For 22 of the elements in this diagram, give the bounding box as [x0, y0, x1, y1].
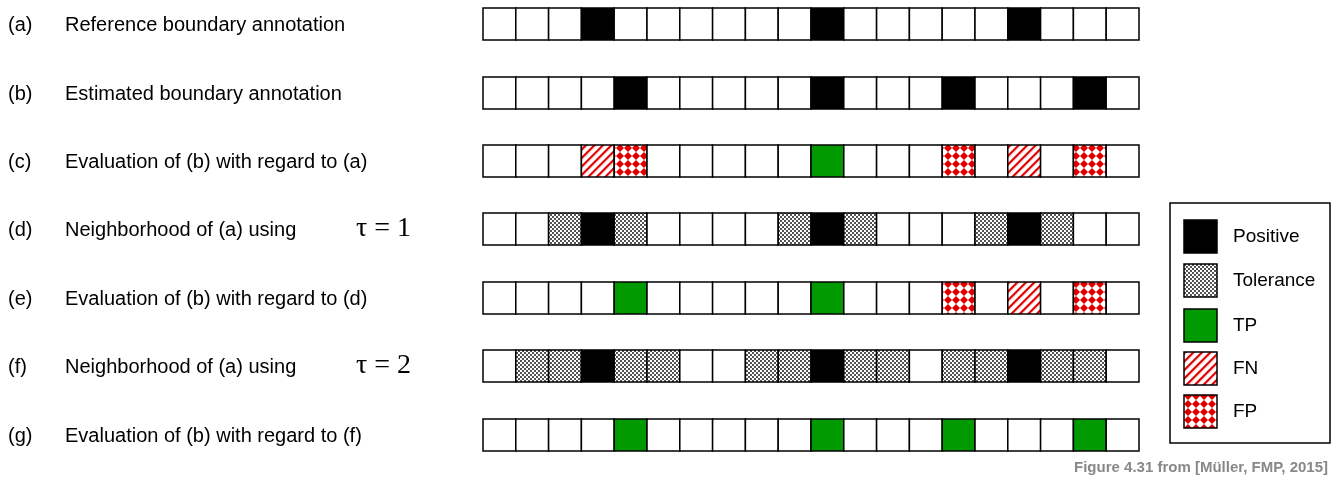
- row-tag: (g): [8, 423, 33, 447]
- row-description: Neighborhood of (a) using: [65, 217, 297, 241]
- math-expression: τ = 2: [356, 349, 412, 379]
- legend-label: Positive: [1233, 225, 1300, 247]
- row-tag: (c): [8, 149, 32, 173]
- legend-label: Tolerance: [1233, 269, 1316, 291]
- row-tag: (e): [8, 286, 33, 310]
- row-description: Evaluation of (b) with regard to (a): [65, 149, 368, 173]
- legend-label: FP: [1233, 400, 1258, 422]
- row-tag: (f): [8, 354, 27, 378]
- row-description: Evaluation of (b) with regard to (f): [65, 423, 362, 447]
- row-description: Estimated boundary annotation: [65, 81, 342, 105]
- row-tag: (d): [8, 217, 33, 241]
- caption: Figure 4.31 from [Müller, FMP, 2015]: [1074, 458, 1328, 475]
- row-description: Evaluation of (b) with regard to (d): [65, 286, 368, 310]
- math-expression: τ = 1: [356, 212, 412, 242]
- row-description: Reference boundary annotation: [65, 12, 346, 36]
- row-tag: (b): [8, 81, 33, 105]
- row-tag: (a): [8, 12, 33, 36]
- legend-label: FN: [1233, 357, 1259, 379]
- legend-label: TP: [1233, 314, 1258, 336]
- row-description: Neighborhood of (a) using: [65, 354, 297, 378]
